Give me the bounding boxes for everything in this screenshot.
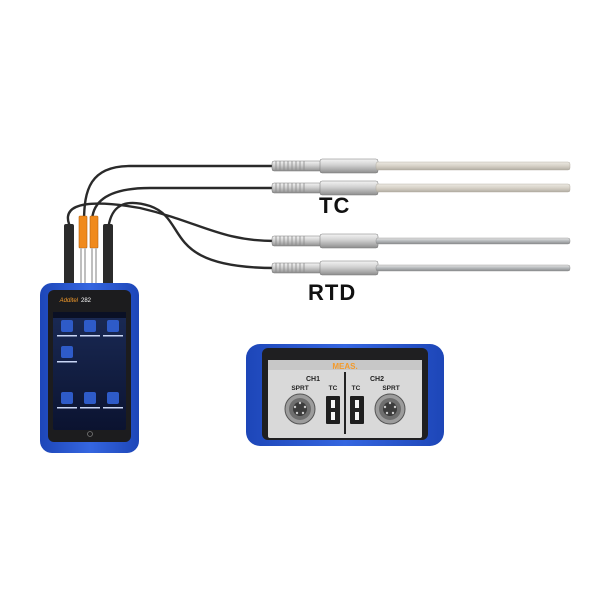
cable-rtd-1 bbox=[66, 202, 277, 243]
rtd-label: RTD bbox=[308, 280, 357, 305]
top-connectors bbox=[64, 215, 113, 296]
meas-label: MEAS. bbox=[332, 362, 357, 371]
rtd-probe-2 bbox=[271, 260, 571, 276]
ch1-tc-socket-icon bbox=[326, 396, 340, 424]
ch2-sprt-connector-icon bbox=[374, 393, 406, 425]
connector-panel: MEAS. CH1 CH2 SPRT TC TC SPRT bbox=[246, 344, 444, 446]
sprt-right-label: SPRT bbox=[382, 385, 399, 392]
orange-plug-1 bbox=[78, 215, 88, 249]
ch1-label: CH1 bbox=[306, 376, 320, 383]
handheld-device: Additel 282 bbox=[40, 283, 139, 453]
tc-probe-2 bbox=[271, 180, 571, 196]
ch2-tc-socket-icon bbox=[350, 396, 364, 424]
tc-label: TC bbox=[319, 193, 351, 218]
cable-tc-1 bbox=[82, 164, 277, 224]
cable-tc-2 bbox=[90, 186, 277, 224]
screen-tiles bbox=[57, 320, 123, 409]
cables bbox=[66, 164, 277, 270]
tc-left-label: TC bbox=[329, 385, 338, 392]
cable-rtd-2 bbox=[106, 201, 277, 270]
orange-plug-2 bbox=[89, 215, 99, 249]
device-model: 282 bbox=[81, 298, 92, 304]
rtd-probe-1 bbox=[271, 233, 571, 249]
ch2-label: CH2 bbox=[370, 376, 384, 383]
sprt-left-label: SPRT bbox=[291, 385, 308, 392]
ch1-sprt-connector-icon bbox=[284, 393, 316, 425]
power-button-icon bbox=[87, 431, 93, 437]
tc-probe-1 bbox=[271, 158, 571, 174]
device-brand: Additel bbox=[59, 298, 79, 304]
tc-right-label: TC bbox=[352, 385, 361, 392]
